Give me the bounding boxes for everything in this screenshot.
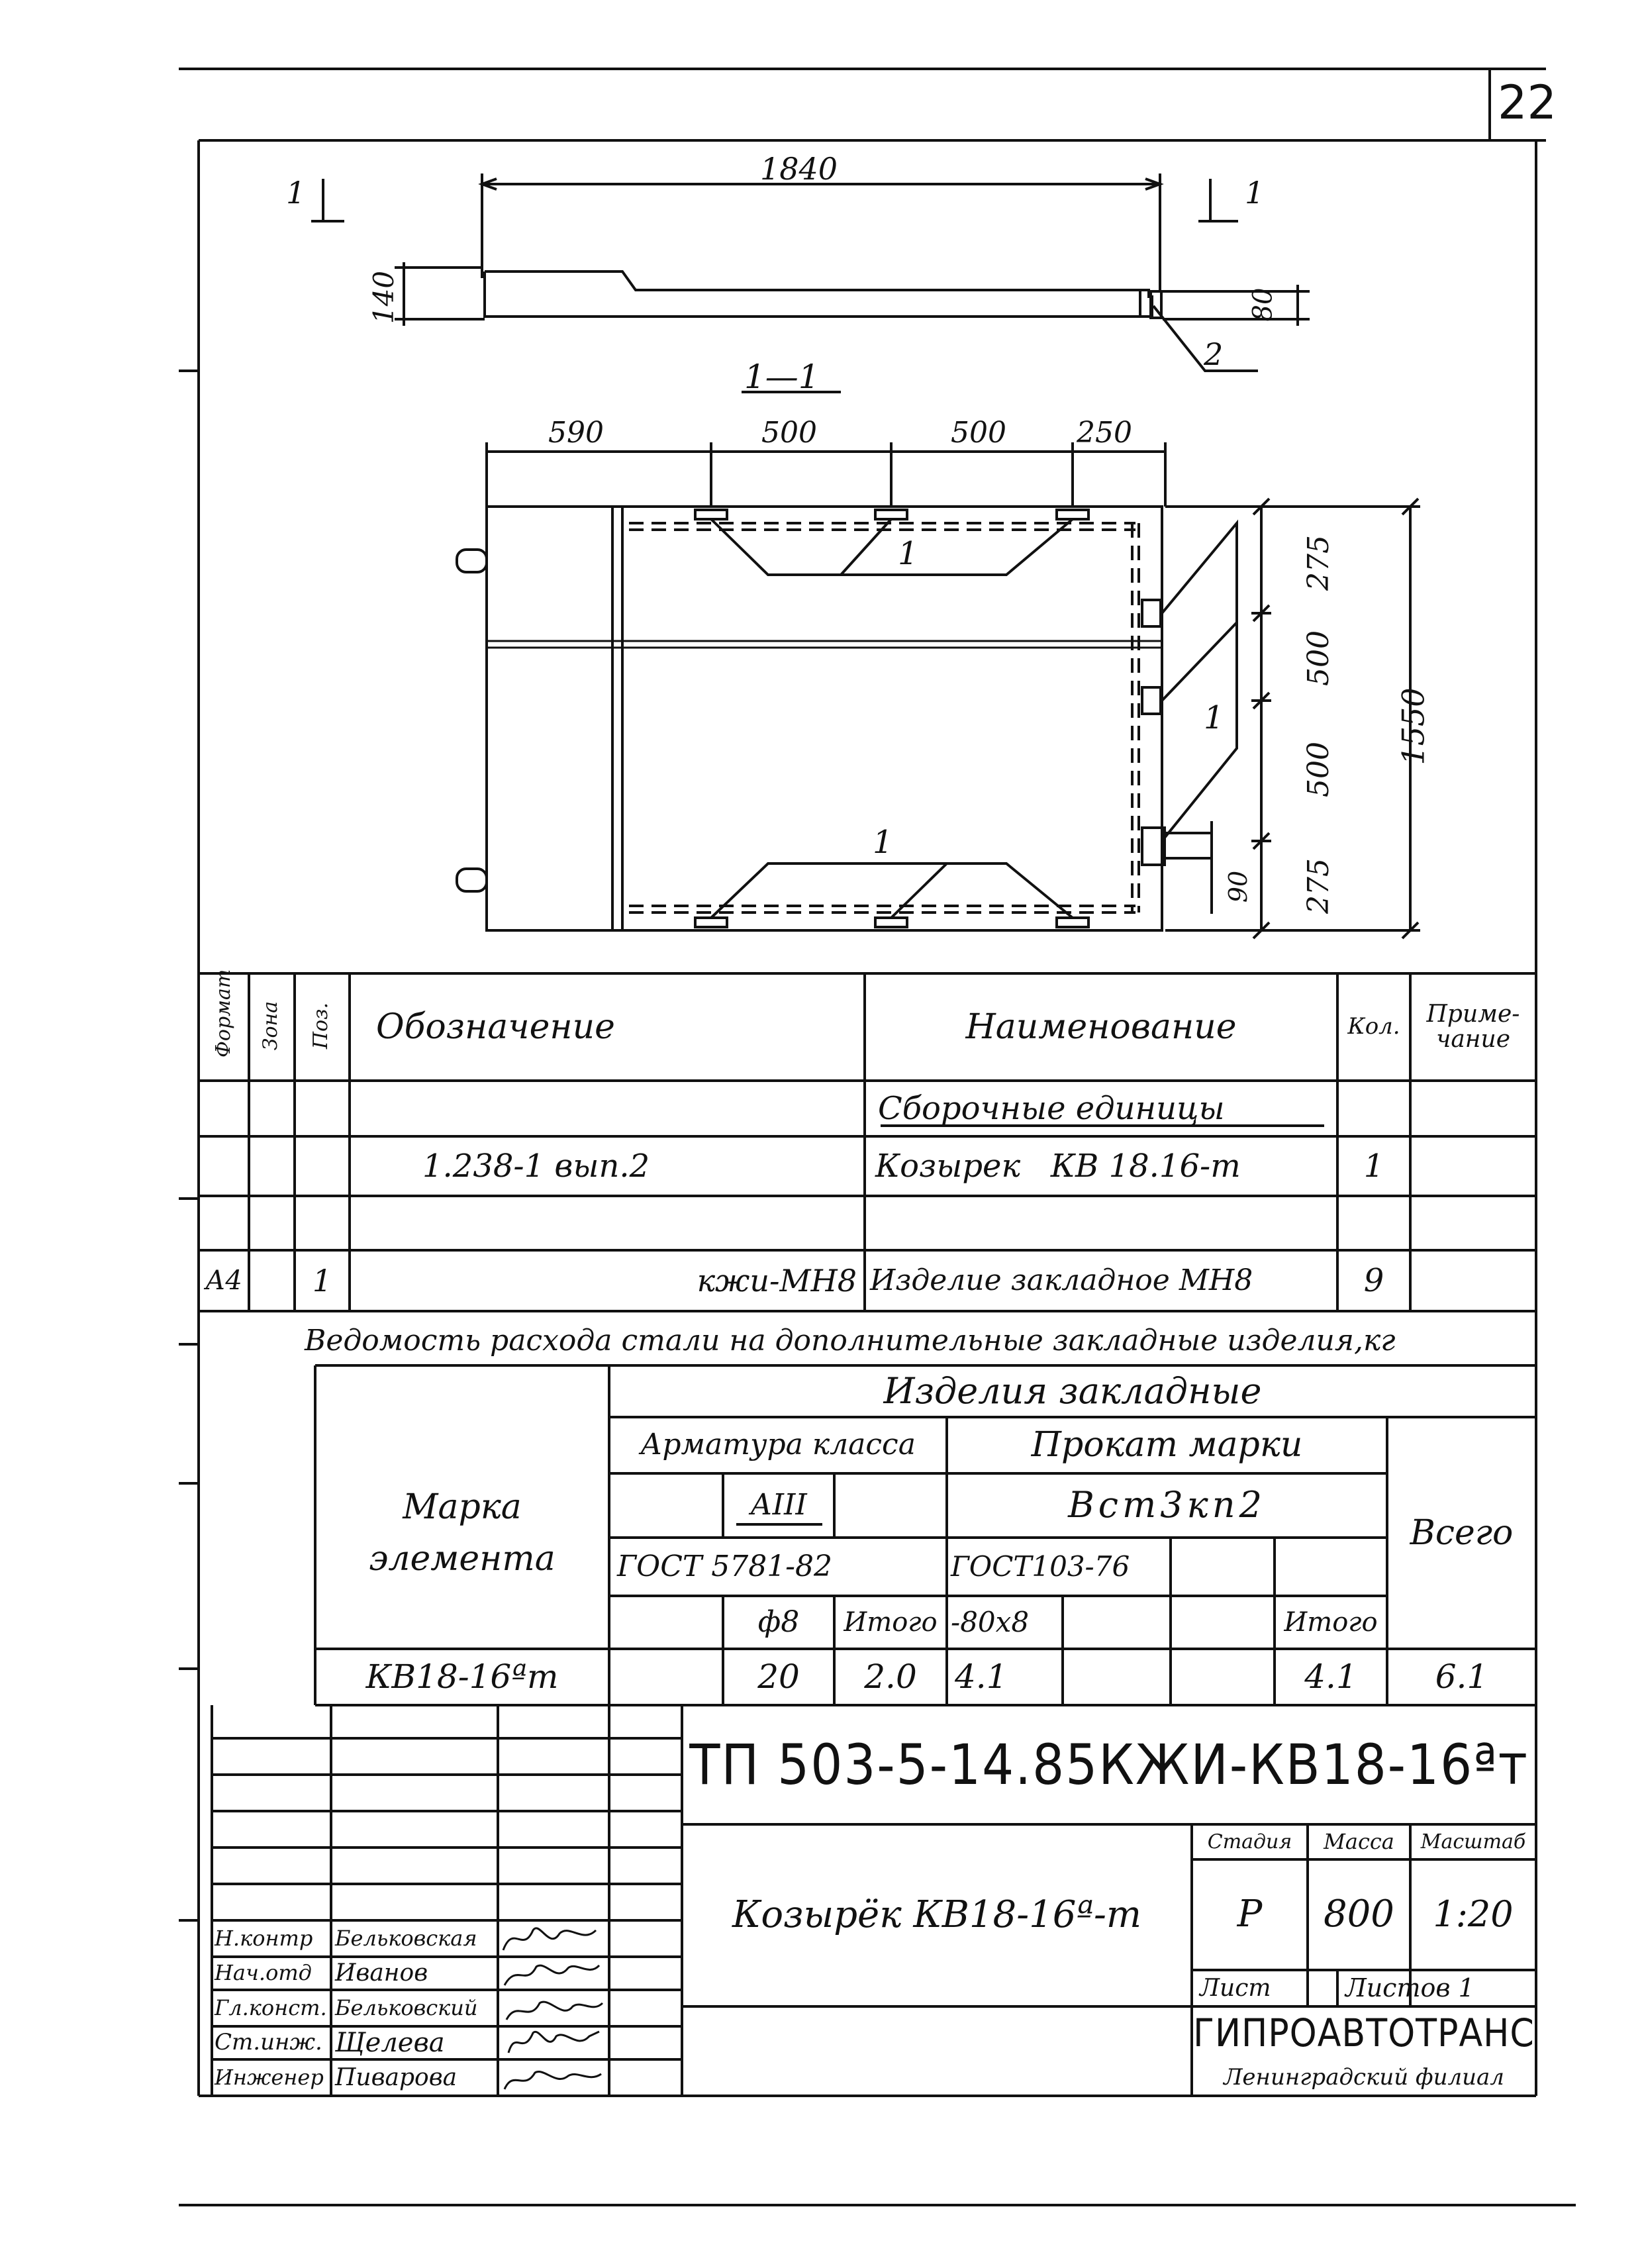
steel-rolled-grade: Вст3кп2 bbox=[1068, 1484, 1266, 1526]
steel-group-header: Изделия закладные bbox=[883, 1369, 1262, 1412]
spec-row-2-pos: 1 bbox=[312, 1262, 332, 1299]
elevation-view bbox=[0, 0, 1642, 980]
spec-row-2-format: А4 bbox=[205, 1265, 242, 1296]
dim-top-2: 500 bbox=[761, 416, 817, 450]
scale-label: Масштаб bbox=[1420, 1830, 1526, 1853]
spec-section-heading: Сборочные единицы bbox=[878, 1089, 1225, 1127]
steel-rolled-gost: ГОСТ103-76 bbox=[951, 1550, 1130, 1583]
mass-label: Масса bbox=[1324, 1828, 1394, 1854]
spec-header-designation: Обозначение bbox=[376, 1007, 615, 1047]
signer-5-name: Пиварова bbox=[335, 2063, 458, 2091]
mass-value: 800 bbox=[1324, 1893, 1394, 1936]
organization-name: ГИПРОАВТОТРАНС bbox=[1193, 2010, 1535, 2055]
steel-rebar-class: АIII bbox=[750, 1488, 807, 1522]
title-block-grid bbox=[0, 0, 1642, 2119]
steel-rolled-header: Прокат марки bbox=[1031, 1425, 1303, 1465]
signer-1-name: Бельковская bbox=[335, 1925, 477, 1951]
signer-4-role: Ст.инж. bbox=[215, 2029, 322, 2056]
spec-table-grid bbox=[0, 0, 1642, 1324]
steel-rolled-total-header: Итого bbox=[1284, 1607, 1378, 1638]
section-mark-left: 1 bbox=[286, 175, 306, 211]
steel-rebar-total-header: Итого bbox=[844, 1607, 938, 1638]
steel-row-rebar-total: 2.0 bbox=[864, 1657, 917, 1697]
document-code: ТП 503-5-14.85КЖИ-КВ18-16ªт bbox=[689, 1732, 1529, 1797]
signer-3-name: Бельковский bbox=[335, 1995, 478, 2020]
steel-row-grand-total: 6.1 bbox=[1435, 1657, 1488, 1697]
steel-col-element: Марка элемента bbox=[369, 1487, 555, 1579]
signatures bbox=[0, 0, 1642, 2119]
leader-label-2: 2 bbox=[1204, 336, 1224, 372]
part-label-bottom: 1 bbox=[873, 824, 893, 861]
sheets-label: Листов 1 bbox=[1345, 1973, 1474, 2002]
spec-row-2-name: Изделие закладное МН8 bbox=[870, 1263, 1253, 1297]
dim-overall-length: 1840 bbox=[760, 151, 838, 187]
part-label-right: 1 bbox=[1204, 699, 1224, 736]
sheet-label: Лист bbox=[1200, 1974, 1271, 2002]
steel-rolled-profile: -80х8 bbox=[951, 1605, 1030, 1638]
steel-row-rolled-total: 4.1 bbox=[1304, 1657, 1357, 1697]
part-label-top: 1 bbox=[898, 535, 918, 572]
product-name: Козырёк КВ18-16ª-т bbox=[732, 1893, 1141, 1937]
spec-header-qty: Кол. bbox=[1347, 1013, 1400, 1040]
steel-rebar-dia: ф8 bbox=[757, 1604, 800, 1639]
spec-header-name: Наименование bbox=[965, 1007, 1237, 1047]
section-title: 1—1 bbox=[744, 358, 820, 396]
signer-3-role: Гл.конст. bbox=[215, 1995, 327, 2020]
spec-row-2-designation: кжи-МН8 bbox=[697, 1262, 857, 1299]
steel-row-rolled-profile: 4.1 bbox=[955, 1657, 1008, 1697]
steel-table-grid bbox=[0, 0, 1642, 1722]
spec-row-1-qty: 1 bbox=[1363, 1147, 1384, 1185]
signer-5-role: Инженер bbox=[215, 2064, 324, 2090]
spec-row-2-qty: 9 bbox=[1363, 1261, 1384, 1299]
steel-table-title: Ведомость расхода стали на дополнительны… bbox=[305, 1323, 1396, 1357]
spec-row-1-designation: 1.238-1 вып.2 bbox=[422, 1147, 650, 1185]
signer-4-name: Щелева bbox=[335, 2028, 445, 2058]
section-mark-right: 1 bbox=[1245, 175, 1265, 211]
dim-top-3: 500 bbox=[951, 416, 1006, 450]
signer-2-name: Иванов bbox=[335, 1959, 428, 1987]
dim-top-1: 590 bbox=[548, 416, 604, 450]
stage-label: Стадия bbox=[1207, 1830, 1292, 1853]
scale-value: 1:20 bbox=[1433, 1893, 1514, 1936]
sheet-number: 22 bbox=[1498, 75, 1557, 130]
spec-header-note: Приме- чание bbox=[1426, 1001, 1520, 1053]
signer-2-role: Нач.отд bbox=[215, 1960, 312, 1986]
steel-rebar-header: Арматура класса bbox=[640, 1428, 916, 1462]
signer-1-role: Н.контр bbox=[215, 1925, 313, 1951]
organization-branch: Ленинградский филиал bbox=[1224, 2063, 1504, 2091]
steel-rebar-gost: ГОСТ 5781-82 bbox=[617, 1549, 833, 1583]
stage-value: Р bbox=[1237, 1893, 1263, 1936]
spec-row-1-name: Козырек КВ 18.16-т bbox=[875, 1147, 1241, 1185]
steel-row-element: КВ18-16ªт bbox=[365, 1657, 559, 1697]
section-plan-view bbox=[0, 0, 1642, 980]
steel-row-rebar-dia: 20 bbox=[757, 1657, 800, 1697]
steel-grand-total-header: Всего bbox=[1410, 1512, 1514, 1553]
dim-top-4: 250 bbox=[1077, 416, 1132, 450]
